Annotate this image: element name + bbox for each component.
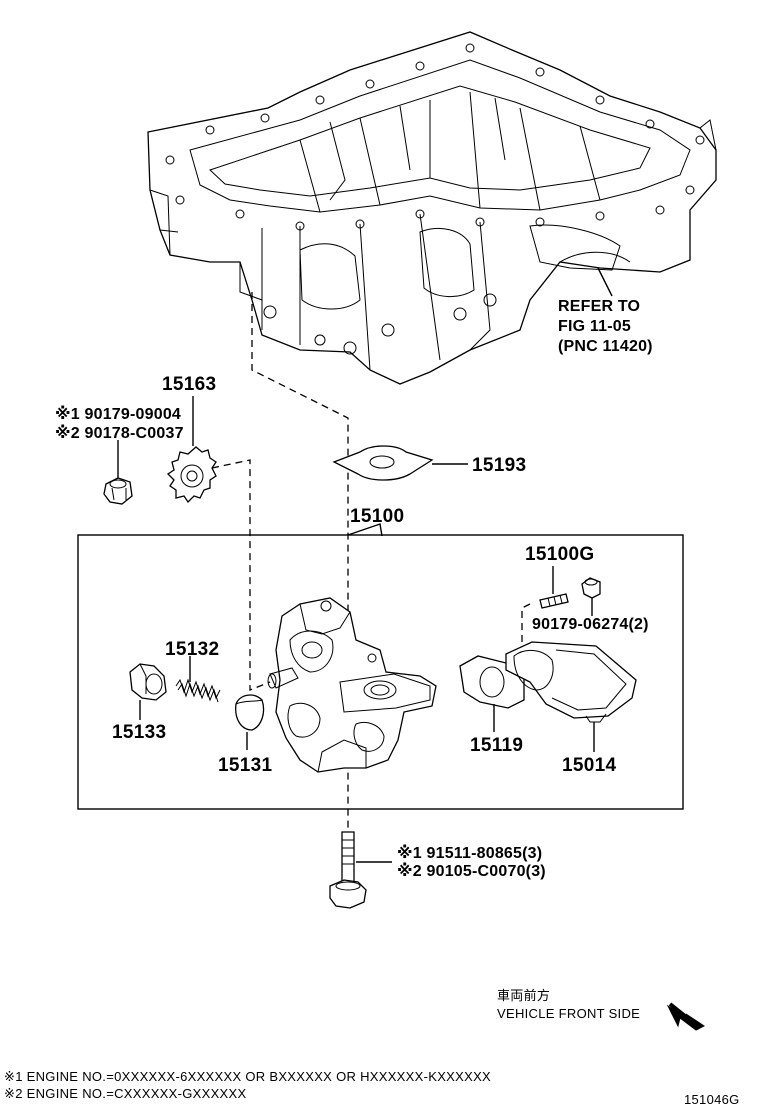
assembly-line-stud — [521, 603, 531, 650]
refer-line-1: REFER TO — [558, 298, 640, 315]
callout-15132: 15132 — [165, 639, 219, 660]
oil-pump-illustration — [267, 597, 437, 773]
callout-15100g: 15100G — [525, 544, 594, 565]
assembly-line-sprocket — [211, 459, 271, 691]
oil-pan-illustration — [147, 31, 717, 385]
bracket-15100 — [347, 523, 383, 537]
plug-15133-illustration — [129, 663, 167, 701]
footnote-2: ※2 ENGINE NO.=CXXXXXX-GXXXXXX — [4, 1086, 247, 1101]
refer-line-2: FIG 11-05 — [558, 318, 631, 335]
footnote-1: ※1 ENGINE NO.=0XXXXXX-6XXXXXX OR BXXXXXX… — [4, 1069, 491, 1084]
spring-15132-illustration — [175, 678, 221, 703]
callout-nut-left-2: ※2 90178-C0037 — [55, 424, 184, 442]
callout-15014: 15014 — [562, 755, 616, 776]
callout-bolt-1: ※1 91511-80865(3) — [397, 844, 542, 862]
sprocket-15163-illustration — [166, 446, 217, 504]
stud-15100g-illustration — [539, 593, 569, 609]
nut-left-illustration — [103, 477, 133, 505]
callout-15163: 15163 — [162, 374, 216, 395]
cover-15014-illustration — [505, 641, 637, 723]
gasket-15193-illustration — [332, 445, 434, 481]
callout-nut-left-1: ※1 90179-09004 — [55, 405, 181, 423]
figure-id: 151046G — [684, 1092, 740, 1107]
callout-15100: 15100 — [350, 506, 404, 527]
assembly-box-15100 — [77, 534, 684, 810]
callout-15133: 15133 — [112, 722, 166, 743]
callout-15131: 15131 — [218, 755, 272, 776]
callout-15193: 15193 — [472, 455, 526, 476]
callout-bolt-2: ※2 90105-C0070(3) — [397, 862, 546, 880]
callout-nut-right: 90179-06274(2) — [532, 616, 649, 633]
nut-right-illustration — [581, 577, 601, 599]
rotor-15131-illustration — [235, 694, 265, 731]
direction-jp: 車両前方 — [497, 988, 550, 1003]
callout-15119: 15119 — [470, 735, 523, 756]
direction-en: VEHICLE FRONT SIDE — [497, 1006, 640, 1021]
bolt-illustration — [329, 831, 367, 909]
refer-line-3: (PNC 11420) — [558, 338, 653, 355]
